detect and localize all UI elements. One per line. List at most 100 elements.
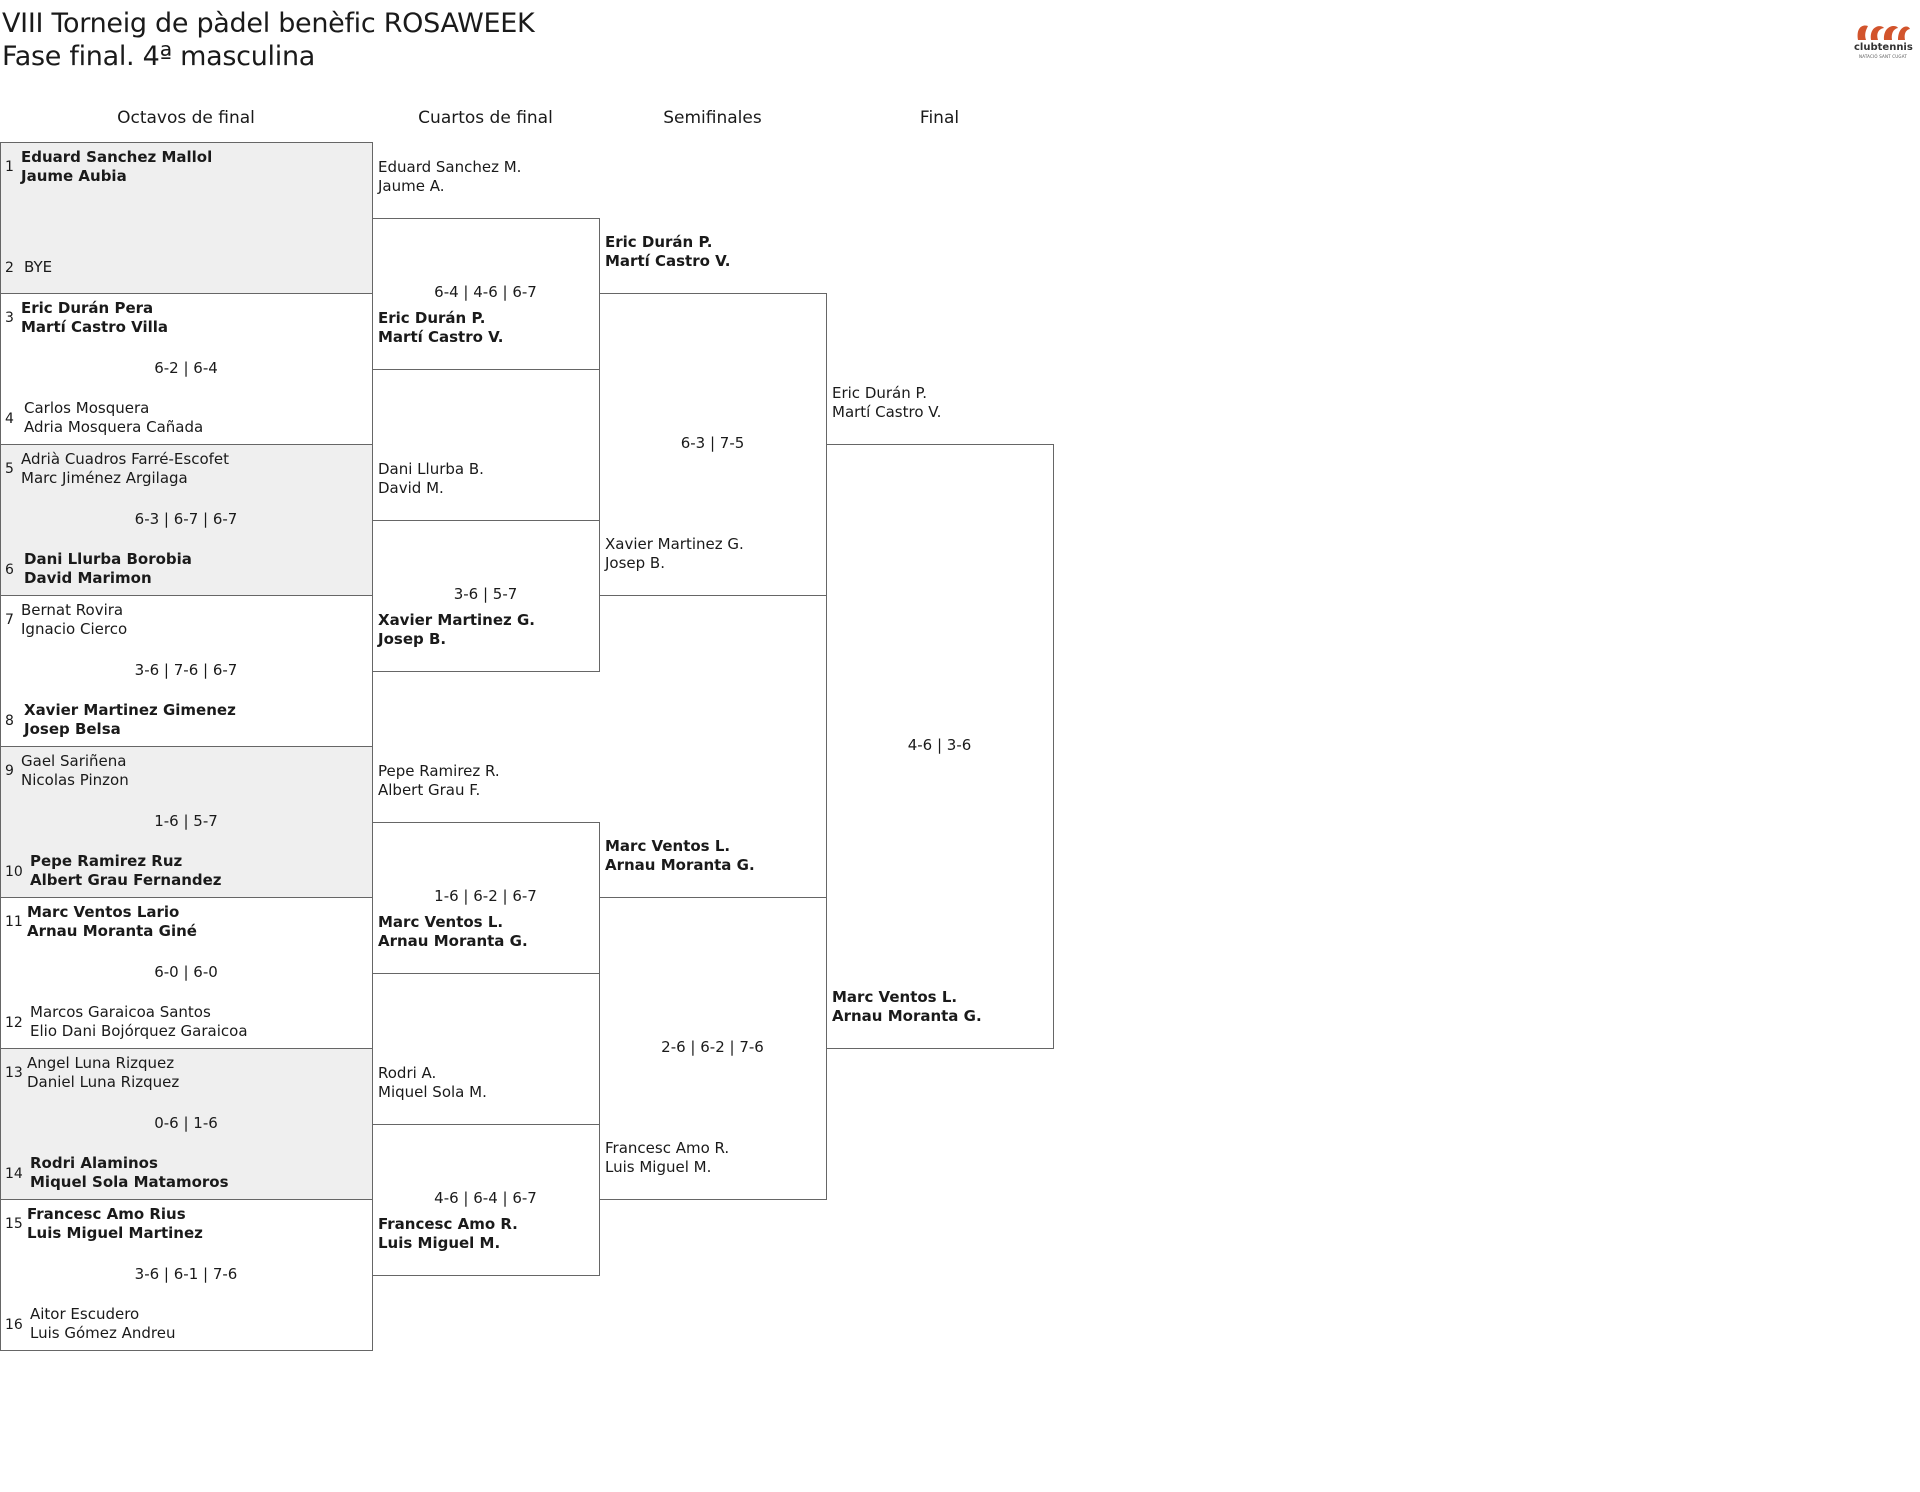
seed-number: 8 [5, 713, 14, 729]
qf-team-player-1: Francesc Amo R. [378, 1214, 518, 1233]
seed-number: 10 [5, 864, 23, 880]
sf-team-player-2: Josep B. [605, 554, 665, 572]
r16-team-player-1: Angel Luna Rizquez [27, 1054, 175, 1072]
r16-team-player-1: Carlos Mosquera [24, 399, 150, 417]
qf-team-player-1: Eduard Sanchez M. [378, 157, 522, 176]
match-score: 6-3 | 6-7 | 6-7 [134, 510, 238, 528]
seed-number: 3 [5, 310, 14, 326]
qf-team[interactable]: Xavier Martinez G.Josep B. [378, 611, 535, 649]
r16-team-player-1: Gael Sariñena [21, 752, 127, 770]
r16-team-player-1: Xavier Martinez Gimenez [24, 701, 236, 719]
qf-team-player-1: Rodri A. [378, 1063, 437, 1082]
club-logo: clubtennis NATACIÓ SANT CUGAT [1854, 20, 1913, 60]
final-team[interactable]: Eric Durán P.Martí Castro V. [832, 384, 941, 422]
final-match-box [826, 444, 1054, 1049]
logo-text: clubtennis [1854, 42, 1913, 53]
r16-team-player-2: Albert Grau Fernandez [30, 871, 222, 889]
qf-team-player-1: Dani Llurba B. [378, 459, 484, 478]
seed-number: 5 [5, 461, 14, 477]
r16-match-box [0, 746, 373, 898]
qf-team[interactable]: Marc Ventos L.Arnau Moranta G. [378, 913, 528, 951]
round-header-1: Octavos de final [117, 108, 255, 128]
seed-number: 4 [5, 411, 14, 427]
page-title: VIII Torneig de pàdel benèfic ROSAWEEK [2, 8, 535, 39]
r16-team-player-2: Elio Dani Bojórquez Garaicoa [30, 1022, 248, 1040]
qf-team[interactable]: Rodri A.Miquel Sola M. [378, 1064, 487, 1102]
sf-team-player-2: Arnau Moranta G. [605, 856, 755, 874]
qf-team-player-1: Marc Ventos L. [378, 912, 504, 931]
qf-team-player-1: Xavier Martinez G. [378, 610, 535, 629]
seed-number: 1 [5, 159, 14, 175]
match-score: 1-6 | 6-2 | 6-7 [434, 887, 537, 905]
sf-team-player-1: Xavier Martinez G. [605, 535, 744, 553]
round-header-3: Semifinales [663, 108, 762, 128]
qf-team-player-2: David M. [378, 478, 444, 497]
r16-team-player-2: Miquel Sola Matamoros [30, 1173, 229, 1191]
final-team-player-2: Martí Castro V. [832, 403, 942, 421]
final-team-player-1: Marc Ventos L. [832, 988, 958, 1006]
match-score: 2-6 | 6-2 | 7-6 [661, 1038, 764, 1056]
r16-team-player-1: Adrià Cuadros Farré-Escofet [21, 450, 230, 468]
r16-team-player-2: Josep Belsa [24, 720, 121, 738]
match-score: 0-6 | 1-6 [154, 1114, 218, 1132]
qf-team[interactable]: Francesc Amo R.Luis Miguel M. [378, 1215, 518, 1253]
seed-number: 14 [5, 1166, 23, 1182]
match-score: 6-4 | 4-6 | 6-7 [434, 283, 537, 301]
sf-team[interactable]: Eric Durán P.Martí Castro V. [605, 233, 731, 271]
r16-team-player-2: Luis Gómez Andreu [30, 1324, 176, 1342]
r16-team-player-1: Dani Llurba Borobia [24, 550, 192, 568]
seed-number: 16 [5, 1317, 23, 1333]
qf-team-player-2: Jaume A. [378, 176, 445, 195]
r16-team-player-1: BYE [24, 258, 53, 276]
r16-team-player-2: Ignacio Cierco [21, 620, 128, 638]
seed-number: 11 [5, 914, 23, 930]
sf-team[interactable]: Xavier Martinez G.Josep B. [605, 535, 744, 573]
r16-team-player-2: Nicolas Pinzon [21, 771, 129, 789]
r16-team-player-2: Jaume Aubia [21, 167, 127, 185]
r16-team-player-1: Eric Durán Pera [21, 299, 154, 317]
final-team[interactable]: Marc Ventos L.Arnau Moranta G. [832, 988, 982, 1026]
seed-number: 7 [5, 612, 14, 628]
final-team-player-2: Arnau Moranta G. [832, 1007, 982, 1025]
qf-team[interactable]: Eduard Sanchez M.Jaume A. [378, 158, 521, 196]
seed-number: 13 [5, 1065, 23, 1081]
qf-team-player-2: Martí Castro V. [378, 327, 504, 346]
sf-team-player-1: Marc Ventos L. [605, 837, 731, 855]
r16-team-player-2: Adria Mosquera Cañada [24, 418, 204, 436]
round-header-2: Cuartos de final [418, 108, 553, 128]
match-score: 6-2 | 6-4 [154, 359, 218, 377]
final-team-player-1: Eric Durán P. [832, 384, 927, 402]
qf-team[interactable]: Eric Durán P.Martí Castro V. [378, 309, 504, 347]
match-score: 3-6 | 7-6 | 6-7 [134, 661, 238, 679]
qf-team[interactable]: Pepe Ramirez R.Albert Grau F. [378, 762, 500, 800]
match-score: 4-6 | 3-6 [907, 736, 972, 754]
qf-team-player-2: Albert Grau F. [378, 780, 481, 799]
seed-number: 6 [5, 562, 14, 578]
sf-team[interactable]: Francesc Amo R.Luis Miguel M. [605, 1139, 729, 1177]
r16-team-player-2: Marc Jiménez Argilaga [21, 469, 188, 487]
seed-number: 2 [5, 260, 14, 276]
qf-team-player-2: Arnau Moranta G. [378, 931, 528, 950]
sf-team[interactable]: Marc Ventos L.Arnau Moranta G. [605, 837, 755, 875]
r16-team-player-1: Bernat Rovira [21, 601, 124, 619]
r16-team[interactable]: BYE [24, 258, 52, 277]
qf-team[interactable]: Dani Llurba B.David M. [378, 460, 484, 498]
r16-team-player-1: Pepe Ramirez Ruz [30, 852, 183, 870]
r16-team-player-1: Marcos Garaicoa Santos [30, 1003, 211, 1021]
r16-team-player-2: Daniel Luna Rizquez [27, 1073, 180, 1091]
